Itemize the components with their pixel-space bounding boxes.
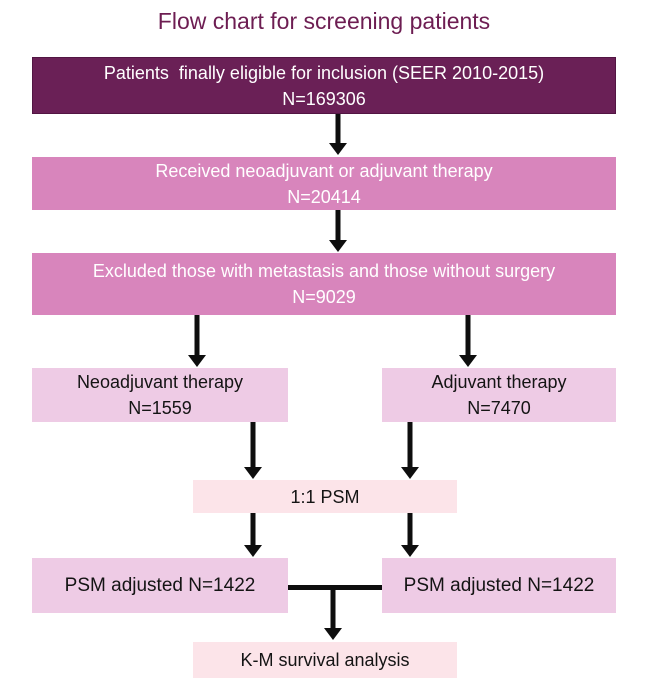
node-psm-adjusted-right: PSM adjusted N=1422 (382, 558, 616, 613)
node-adjuvant: Adjuvant therapy N=7470 (382, 368, 616, 422)
arrow-psm-to-left-icon (244, 513, 262, 557)
node-psm-adjusted-left-label: PSM adjusted N=1422 (64, 574, 256, 596)
arrow-psm-to-right-icon (401, 513, 419, 557)
arrow-shaft (465, 315, 471, 356)
node-received: Received neoadjuvant or adjuvant therapy… (32, 157, 616, 210)
node-excluded-label: Excluded those with metastasis and those… (92, 261, 556, 281)
arrow-shaft (335, 114, 341, 144)
arrow-head (329, 143, 347, 155)
node-neoadjuvant: Neoadjuvant therapy N=1559 (32, 368, 288, 422)
arrow-shaft (335, 210, 341, 241)
arrow-shaft (330, 587, 336, 629)
arrow-neoadjuvant-to-psm-icon (244, 422, 262, 479)
page-title: Flow chart for screening patients (157, 8, 491, 34)
arrow-head (324, 628, 342, 640)
node-km-label: K-M survival analysis (240, 650, 410, 670)
node-excluded: Excluded those with metastasis and those… (32, 253, 616, 315)
node-psm-adjusted-right-label: PSM adjusted N=1422 (403, 574, 595, 596)
arrow-head (329, 240, 347, 252)
arrow-shaft (194, 315, 200, 356)
node-psm-label: 1:1 PSM (290, 486, 360, 507)
arrow-excluded-to-adjuvant-icon (459, 315, 477, 367)
node-eligible-label: Patients finally eligible for inclusion … (103, 62, 545, 83)
arrow-eligible-to-received-icon (329, 114, 347, 155)
arrow-received-to-excluded-icon (329, 210, 347, 252)
node-eligible-count: N=169306 (282, 88, 366, 109)
arrow-shaft (250, 513, 256, 546)
arrow-shaft (407, 513, 413, 546)
node-psm-adjusted-left: PSM adjusted N=1422 (32, 558, 288, 613)
node-excluded-count: N=9029 (292, 287, 356, 307)
arrow-shaft (250, 422, 256, 468)
node-received-count: N=20414 (287, 186, 361, 207)
node-psm: 1:1 PSM (193, 480, 457, 513)
arrow-head (188, 355, 206, 367)
arrow-shaft (407, 422, 413, 468)
node-received-label: Received neoadjuvant or adjuvant therapy (155, 160, 493, 181)
node-neoadjuvant-label: Neoadjuvant therapy (76, 372, 244, 392)
node-km: K-M survival analysis (193, 642, 457, 678)
node-neoadjuvant-count: N=1559 (128, 398, 192, 418)
arrow-excluded-to-neoadjuvant-icon (188, 315, 206, 367)
node-adjuvant-count: N=7470 (467, 398, 531, 418)
arrow-head (401, 467, 419, 479)
node-adjuvant-label: Adjuvant therapy (431, 372, 567, 392)
arrow-head (244, 467, 262, 479)
node-eligible: Patients finally eligible for inclusion … (32, 57, 616, 114)
arrow-head (244, 545, 262, 557)
arrow-head (459, 355, 477, 367)
arrow-head (401, 545, 419, 557)
arrow-connector-to-km-icon (324, 587, 342, 640)
arrow-adjuvant-to-psm-icon (401, 422, 419, 479)
